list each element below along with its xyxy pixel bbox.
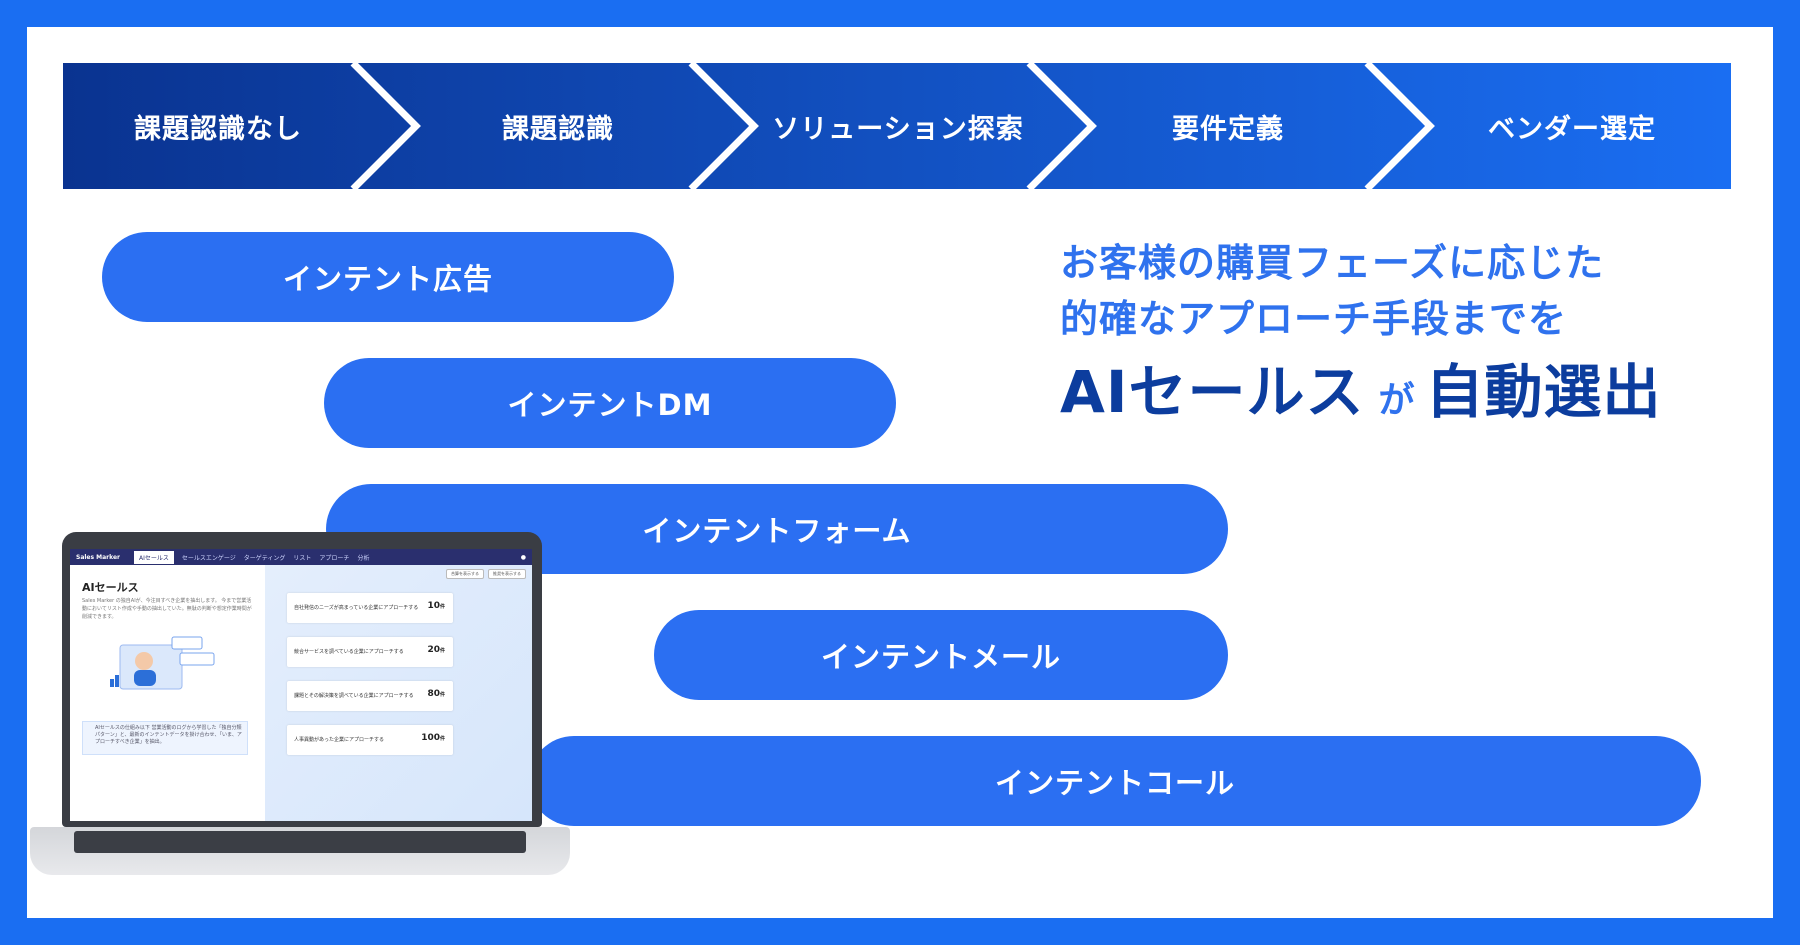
approach-card[interactable]: 人事異動があった企業にアプローチする 100件 xyxy=(287,725,453,755)
chevron-1 xyxy=(350,63,421,189)
approach-card-count: 10件 xyxy=(427,601,445,611)
headline-line2: 的確なアプローチ手段までを xyxy=(1060,297,1568,341)
approach-card-text: 人事異動があった企業にアプローチする xyxy=(294,737,385,743)
approach-card[interactable]: 課題とその解決策を調べている企業にアプローチする 80件 xyxy=(287,681,453,711)
headline-verb: 自動選出 xyxy=(1425,358,1662,426)
headline-line1: お客様の購買フェーズに応じた xyxy=(1060,241,1605,285)
laptop-base xyxy=(30,827,570,875)
filter-buttons: 合算を表示する 推奨を表示する xyxy=(442,569,526,579)
approach-card-count: 20件 xyxy=(427,645,445,655)
phase-no-awareness: 課題認識なし xyxy=(134,113,302,145)
app-page-title: AIセールス xyxy=(82,581,139,594)
pill-intent-ad: インテント広告 xyxy=(102,232,674,322)
approach-card-text: 自社発信のニーズが高まっている企業にアプローチする xyxy=(294,605,419,611)
approach-card-text: 課題とその解決策を調べている企業にアプローチする xyxy=(294,693,414,699)
show-total-button[interactable]: 合算を表示する xyxy=(446,569,484,579)
info-box: AIセールスの仕組み以下 営業活動のログから学習した「独自分類パターン」と、最新… xyxy=(82,721,248,755)
phase-vendor-selection: ベンダー選定 xyxy=(1488,113,1656,145)
pill-intent-mail: インテントメール xyxy=(654,610,1228,700)
approach-card-text: 競合サービスを調べている企業にアプローチする xyxy=(294,649,404,655)
chevron-4 xyxy=(1364,63,1435,189)
chevron-3 xyxy=(1026,63,1097,189)
user-icon[interactable]: ● xyxy=(520,553,526,561)
approach-card[interactable]: 自社発信のニーズが高まっている企業にアプローチする 10件 xyxy=(287,593,453,623)
app-description: Sales Marker の独自AIが、今注目すべき企業を抽出します。 今まで営… xyxy=(82,598,252,620)
laptop-keyboard xyxy=(74,831,526,853)
app-screen: Sales Marker AIセールス セールスエンゲージ ターゲティング リス… xyxy=(70,549,532,821)
phase-solution-search: ソリューション探索 xyxy=(772,113,1024,145)
nav-sales-engage[interactable]: セールスエンゲージ xyxy=(181,554,236,562)
headline-product: AIセールス xyxy=(1060,358,1365,426)
nav-targeting[interactable]: ターゲティング xyxy=(243,554,286,562)
app-left-pane: AIセールス Sales Marker の独自AIが、今注目すべき企業を抽出しま… xyxy=(70,565,265,821)
phase-chevrons xyxy=(63,63,1731,189)
phase-background xyxy=(63,63,1731,189)
pill-intent-dm: インテントDM xyxy=(324,358,896,448)
approach-card-count: 100件 xyxy=(421,733,445,743)
headline: お客様の購買フェーズに応じた 的確なアプローチ手段までを AIセールスが自動選出 xyxy=(1060,235,1662,437)
app-right-pane: 合算を表示する 推奨を表示する 自社発信のニーズが高まっている企業にアプローチす… xyxy=(265,565,532,821)
phase-awareness: 課題認識 xyxy=(502,113,614,145)
nav-analytics[interactable]: 分析 xyxy=(357,554,370,562)
approach-card[interactable]: 競合サービスを調べている企業にアプローチする 20件 xyxy=(287,637,453,667)
pill-intent-call: インテントコール xyxy=(529,736,1701,826)
app-navbar: Sales Marker AIセールス セールスエンゲージ ターゲティング リス… xyxy=(70,549,532,565)
assistant-illustration xyxy=(110,636,215,690)
show-recommended-button[interactable]: 推奨を表示する xyxy=(488,569,526,579)
laptop-mockup: Sales Marker AIセールス セールスエンゲージ ターゲティング リス… xyxy=(30,532,570,892)
phase-requirements: 要件定義 xyxy=(1172,113,1284,145)
pill-intent-form: インテントフォーム xyxy=(326,484,1228,574)
purchase-phase-bar: 課題認識なし 課題認識 ソリューション探索 要件定義 ベンダー選定 xyxy=(63,63,1731,189)
headline-particle: が xyxy=(1378,380,1416,421)
nav-list[interactable]: リスト xyxy=(293,554,312,562)
chevron-2 xyxy=(688,63,759,189)
approach-card-count: 80件 xyxy=(427,689,445,699)
nav-ai-sales[interactable]: AIセールス xyxy=(134,550,174,564)
app-logo: Sales Marker xyxy=(76,553,120,561)
nav-approach[interactable]: アプローチ xyxy=(319,554,350,562)
